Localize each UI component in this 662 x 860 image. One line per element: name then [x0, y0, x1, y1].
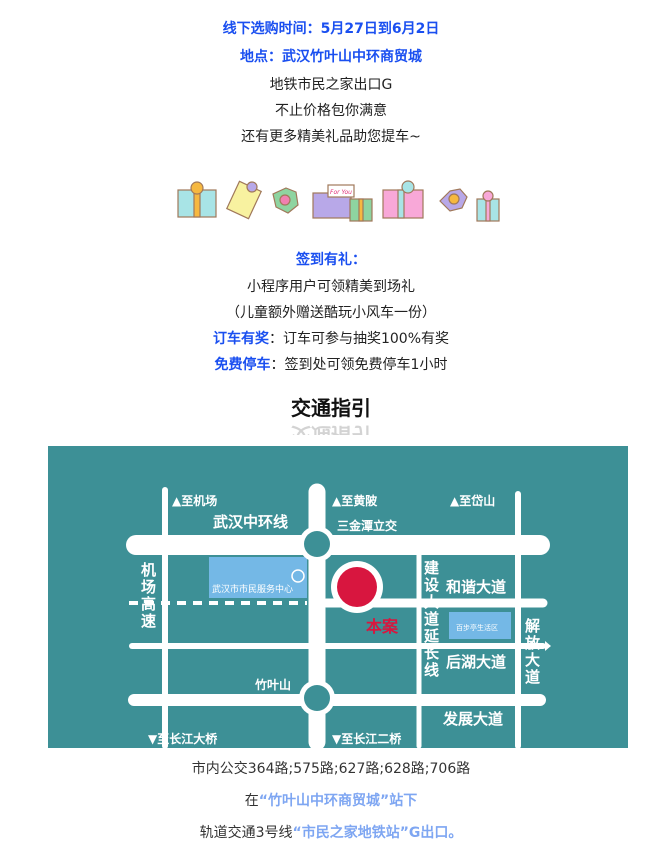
label-project: 本案	[366, 617, 399, 636]
label-jiefang-road: 解放大道	[524, 617, 540, 686]
price-line: 不止价格包你满意	[275, 103, 387, 119]
metro-line: 轨道交通3号线“市民之家地铁站”G出口。	[0, 823, 662, 843]
order-text: ：订车可参与抽奖100%有奖	[268, 331, 450, 347]
label-to-huangpi: ▲至黄陂	[332, 494, 378, 508]
label-citizen-center: 武汉市市民服务中心	[212, 585, 294, 595]
label-to-second-bridge: ▼至长江二桥	[332, 732, 402, 746]
label-baibuting: 百步亭生活区	[456, 624, 498, 632]
label-to-airport: ▲至机场	[172, 494, 218, 508]
gift-boxes-icon: For You	[177, 180, 500, 222]
label-sanjintan: 三金潭立交	[337, 519, 398, 533]
traffic-title: 交通指引	[291, 396, 371, 420]
metro-station: “市民之家地铁站”G出口。	[292, 825, 463, 841]
location-map: ▲至机场 ▲至黄陂 ▲至岱山 武汉中环线 三金潭立交 机场高速 武汉市市民服务中…	[48, 446, 628, 748]
label-houhu-road: 后湖大道	[446, 653, 507, 671]
gift-line: 还有更多精美礼品助您提车~	[241, 129, 421, 145]
bus-routes: 市内公交364路;575路;627路;628路;706路	[191, 761, 471, 777]
park-label: 免费停车	[214, 357, 271, 373]
label-jianshe-road: 建设大道延长线	[423, 559, 439, 679]
project-marker	[337, 567, 377, 607]
location: 地点：武汉竹叶山中环商贸城	[240, 49, 422, 65]
perks-title: 签到有礼：	[296, 252, 366, 268]
label-fazhan-road: 发展大道	[443, 710, 504, 728]
stop-name: “竹叶山中环商贸城”站下	[258, 793, 418, 809]
label-hexie-road: 和谐大道	[446, 578, 507, 596]
label-to-yangtze-bridge: ▼至长江大桥	[148, 732, 218, 746]
sale-time: 线下选购时间：5月27日到6月2日	[222, 21, 440, 37]
order-label: 订车有奖	[212, 331, 269, 347]
label-zhuyeshan: 竹叶山	[255, 678, 292, 692]
park-text: ：签到处可领免费停车1小时	[270, 357, 448, 373]
road-lines	[126, 483, 551, 748]
label-to-daishan: ▲至岱山	[450, 494, 496, 508]
label-airport-highway: 机场高速	[140, 561, 156, 630]
bus-stop: 在“竹叶山中环商贸城”站下	[0, 791, 662, 811]
perk-parking: 免费停车：签到处可领免费停车1小时	[0, 355, 662, 375]
label-ring-road: 武汉中环线	[213, 513, 289, 531]
perk-order: 订车有奖：订车可参与抽奖100%有奖	[0, 329, 662, 349]
metro-exit: 地铁市民之家出口G	[269, 77, 393, 93]
gift-tag-text: For You	[330, 189, 352, 196]
traffic-title-reflection: 交通指引	[0, 425, 662, 435]
perk-kids: （儿童额外赠送酷玩小风车一份）	[226, 305, 436, 321]
perk-gift: 小程序用户可领精美到场礼	[247, 279, 415, 295]
stop-prefix: 在	[244, 793, 259, 809]
metro-prefix: 轨道交通3号线	[199, 825, 293, 841]
